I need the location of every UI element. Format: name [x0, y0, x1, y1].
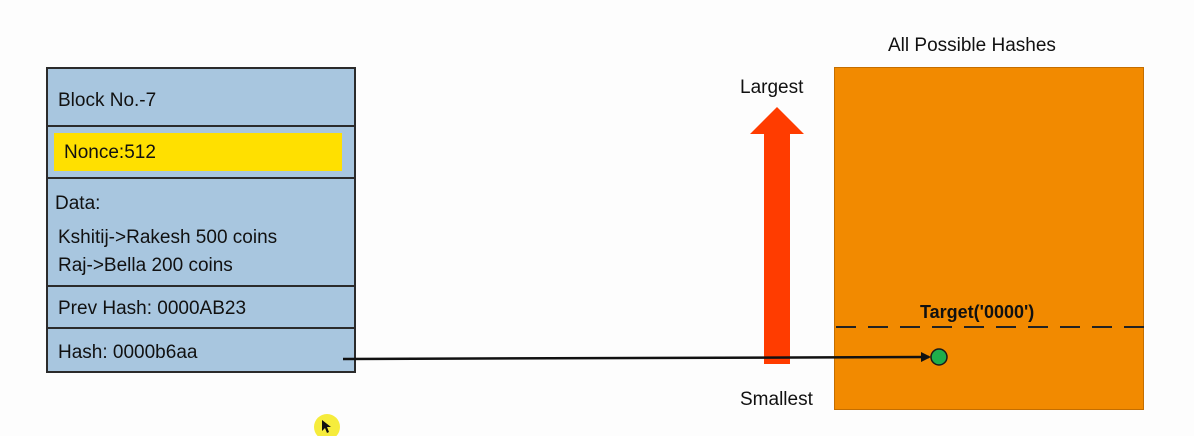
- prev-hash-row: Prev Hash: 0000AB23: [48, 287, 354, 329]
- smallest-label: Smallest: [740, 389, 813, 410]
- hash-connector-arrow: [342, 352, 931, 363]
- block-nonce-row: Nonce:512: [48, 127, 354, 179]
- block-title-row: Block No.-7: [48, 69, 354, 127]
- mouse-cursor-indicator: [314, 414, 340, 436]
- block-title: Block No.-7: [58, 90, 157, 111]
- block-data-row: Data: Kshitij->Rakesh 500 coins Raj->Bel…: [48, 179, 354, 287]
- data-label: Data:: [55, 193, 101, 214]
- hashes-box-title: All Possible Hashes: [888, 35, 1056, 56]
- hash-point-marker: [930, 348, 948, 366]
- scale-up-arrow: [750, 107, 804, 364]
- largest-label: Largest: [740, 77, 804, 98]
- target-label: Target('0000'): [920, 302, 1035, 322]
- transaction-1: Kshitij->Rakesh 500 coins: [58, 227, 278, 248]
- transaction-2: Raj->Bella 200 coins: [58, 255, 233, 276]
- nonce-highlight: Nonce:512: [54, 133, 342, 171]
- block-card: Block No.-7 Nonce:512 Data: Kshitij->Rak…: [46, 67, 356, 373]
- all-hashes-box: [834, 67, 1144, 410]
- prev-hash-value: Prev Hash: 0000AB23: [58, 298, 247, 319]
- hash-row: Hash: 0000b6aa: [48, 329, 354, 373]
- pointer-icon: [322, 420, 331, 433]
- nonce-value: Nonce:512: [64, 142, 156, 163]
- hash-value: Hash: 0000b6aa: [58, 342, 198, 363]
